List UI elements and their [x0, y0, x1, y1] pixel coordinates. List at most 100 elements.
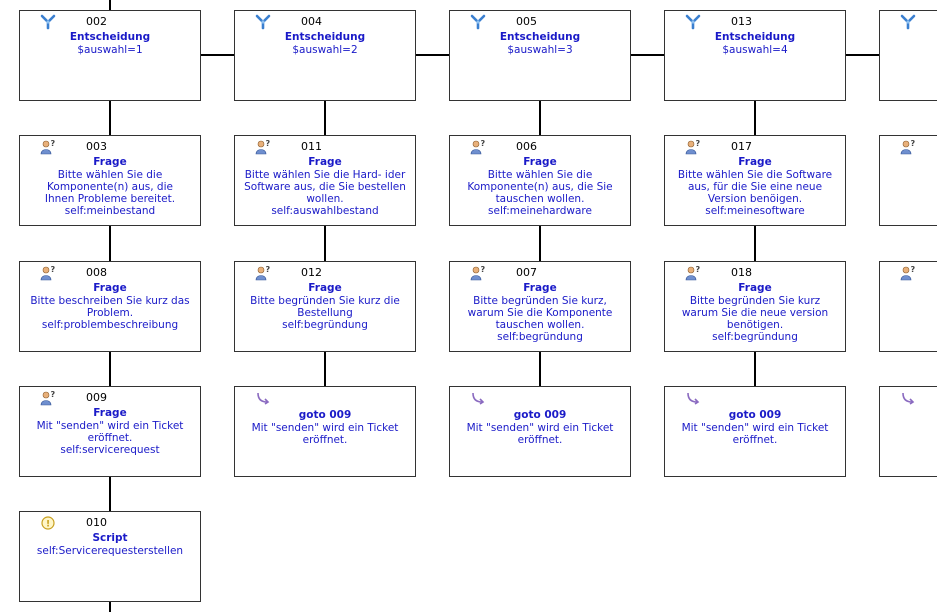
node-id: 005: [516, 15, 537, 28]
goto-arrow-icon: [255, 390, 271, 406]
node-text: Bitte b warum Sie g self: [882, 295, 937, 343]
connector-line: [109, 602, 111, 612]
connector-line: [109, 477, 111, 511]
connector-line: [846, 54, 879, 56]
connector-line: [109, 352, 111, 386]
question-person-icon: ?: [255, 139, 271, 155]
node-text: Mit "senden" wird ein Ticket eröffnet.: [251, 422, 399, 446]
node-id: 010: [86, 516, 107, 529]
decision-icon: [900, 14, 916, 30]
connector-line: [754, 101, 756, 135]
node-text: $auswahl=2: [292, 44, 358, 56]
node-text: Bitte aus, di self: [882, 169, 937, 205]
connector-line: [539, 352, 541, 386]
decision-icon: [685, 14, 701, 30]
svg-text:?: ?: [481, 139, 486, 148]
svg-text:?: ?: [911, 139, 916, 148]
node-id: 006: [516, 140, 537, 153]
node-title: Frage: [93, 407, 127, 419]
decision-node[interactable]: E: [879, 10, 937, 101]
node-title: E: [880, 31, 937, 43]
node-text: Mit "sen: [882, 422, 937, 434]
connector-line: [201, 54, 234, 56]
node-id: 004: [301, 15, 322, 28]
node-id: 012: [301, 266, 322, 279]
node-title: Script: [92, 532, 128, 544]
question-person-icon: ?: [255, 265, 271, 281]
question-person-icon: ?: [40, 390, 56, 406]
node-text: self:Servicerequesterstellen: [36, 545, 184, 557]
goto-node[interactable]: Mit "sen: [879, 386, 937, 477]
node-title: Frage: [738, 282, 772, 294]
question-node[interactable]: ? Bitte aus, di self: [879, 135, 937, 226]
node-text: Mit "senden" wird ein Ticket eröffnet.: [681, 422, 829, 446]
node-id: 011: [301, 140, 322, 153]
node-title: Frage: [308, 282, 342, 294]
node-text: Bitte wählen Sie die Software aus, für d…: [677, 169, 833, 217]
node-text: $auswahl=4: [722, 44, 788, 56]
connector-line: [109, 0, 111, 10]
node-text: Bitte begründen Sie kurz warum Sie die n…: [681, 295, 829, 343]
node-text: Bitte begründen Sie kurz, warum Sie die …: [467, 295, 613, 343]
script-icon: !: [40, 515, 56, 531]
connector-line: [109, 101, 111, 135]
svg-text:?: ?: [481, 265, 486, 274]
decision-icon: [470, 14, 486, 30]
node-id: 018: [731, 266, 752, 279]
goto-arrow-icon: [470, 390, 486, 406]
node-title: goto 009: [298, 409, 352, 421]
node-text: Bitte wählen Sie die Komponente(n) aus, …: [467, 169, 613, 217]
connector-line: [754, 352, 756, 386]
svg-text:?: ?: [266, 265, 271, 274]
connector-line: [539, 101, 541, 135]
node-id: 008: [86, 266, 107, 279]
node-title: Frage: [308, 156, 342, 168]
node-title: Entscheidung: [69, 31, 151, 43]
node-id: 013: [731, 15, 752, 28]
svg-text:?: ?: [696, 139, 701, 148]
svg-text:?: ?: [266, 139, 271, 148]
svg-text:?: ?: [696, 265, 701, 274]
node-text: Bitte begründen Sie kurz die Bestellung …: [250, 295, 400, 331]
question-person-icon: ?: [470, 265, 486, 281]
node-id: 009: [86, 391, 107, 404]
node-text: Mit "senden" wird ein Ticket eröffnet.: [466, 422, 614, 446]
goto-arrow-icon: [685, 390, 701, 406]
question-person-icon: ?: [685, 139, 701, 155]
node-text: Mit "senden" wird ein Ticket eröffnet. s…: [36, 420, 184, 456]
node-title: Frage: [738, 156, 772, 168]
node-title: Frage: [93, 282, 127, 294]
question-person-icon: ?: [40, 265, 56, 281]
node-id: 003: [86, 140, 107, 153]
node-text: $auswahl=1: [77, 44, 143, 56]
connector-line: [324, 101, 326, 135]
question-person-icon: ?: [470, 139, 486, 155]
node-title: Frage: [523, 156, 557, 168]
node-title: Frage: [93, 156, 127, 168]
node-title: Entscheidung: [284, 31, 366, 43]
question-person-icon: ?: [900, 139, 916, 155]
node-text: Bitte beschreiben Sie kurz das Problem. …: [30, 295, 190, 331]
node-id: 007: [516, 266, 537, 279]
svg-text:!: !: [46, 520, 50, 530]
node-id: 002: [86, 15, 107, 28]
question-node[interactable]: ?Bitte b warum Sie g self: [879, 261, 937, 352]
